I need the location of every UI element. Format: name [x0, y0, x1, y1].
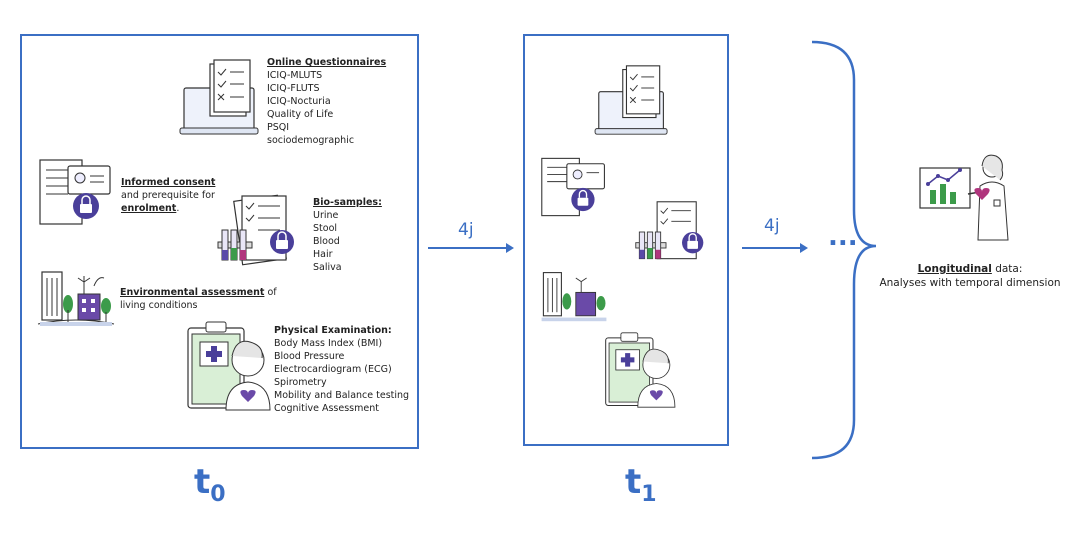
t0-main: t [194, 462, 211, 502]
physical-exam-item: Mobility and Balance testing [274, 390, 410, 401]
consent-period: . [176, 203, 180, 214]
physical-exam-icon [187, 321, 271, 411]
consent-title: Informed consent [121, 177, 216, 188]
questionnaire-icon [179, 59, 259, 135]
biosamples-block: Bio-samples: Urine Stool Blood Hair Sali… [313, 196, 382, 274]
physical-exam-item: Spirometry [274, 377, 327, 388]
t1-main: t [625, 462, 642, 502]
questionnaire-item: ICIQ-Nocturia [267, 96, 331, 107]
ellipsis: ... [828, 222, 858, 252]
physical-exam-item: Electrocardiogram (ECG) [274, 364, 392, 375]
longitudinal-block: Longitudinal data: Analyses with tempora… [862, 262, 1078, 290]
arrow-2-label: 4j [764, 216, 780, 236]
physical-exam-item: Cognitive Assessment [274, 403, 379, 414]
consent-enrolment: enrolment [121, 203, 177, 214]
questionnaires-block: Online Questionnaires ICIQ-MLUTS ICIQ-FL… [267, 56, 386, 147]
t1-sub: 1 [641, 482, 657, 507]
biosample-item: Blood [313, 236, 340, 247]
physical-exam-icon [605, 332, 676, 408]
biosample-item: Urine [313, 210, 339, 221]
questionnaire-icon [594, 65, 668, 135]
consent-document-icon [39, 159, 111, 225]
physical-exam-item: Body Mass Index (BMI) [274, 338, 383, 349]
consent-line: and prerequisite for [121, 190, 215, 201]
curly-brace [811, 40, 877, 460]
biosample-item: Saliva [313, 262, 342, 273]
biosample-item: Hair [313, 249, 333, 260]
biosamples-icon [635, 201, 704, 260]
longitudinal-title: Longitudinal [917, 263, 992, 275]
researcher-presenting-icon [919, 154, 1009, 241]
physical-exam-item: Blood Pressure [274, 351, 345, 362]
t0-sub: 0 [210, 482, 226, 507]
longitudinal-line: Analyses with temporal dimension [879, 277, 1061, 289]
arrow-1-label: 4j [458, 220, 474, 240]
environment-city-icon [37, 271, 115, 326]
questionnaire-item: Quality of Life [267, 109, 334, 120]
questionnaire-item: sociodemographic [267, 135, 355, 146]
questionnaire-item: ICIQ-MLUTS [267, 70, 323, 81]
frame-t1 [523, 34, 729, 446]
physical-exam-block: Physical Examination: Body Mass Index (B… [274, 324, 409, 415]
environment-title-rest: of [264, 287, 277, 298]
biosample-item: Stool [313, 223, 338, 234]
questionnaires-title: Online Questionnaires [267, 57, 387, 68]
environment-block: Environmental assessment of living condi… [120, 286, 277, 312]
frame-t0 [20, 34, 419, 449]
longitudinal-title-rest: data: [991, 263, 1023, 275]
environment-city-icon [541, 272, 607, 322]
consent-block: Informed consent and prerequisite for en… [121, 176, 215, 215]
arrow-2 [742, 243, 808, 253]
biosamples-title: Bio-samples: [313, 197, 382, 208]
environment-line: living conditions [120, 300, 198, 311]
questionnaire-item: PSQI [267, 122, 290, 133]
questionnaire-item: ICIQ-FLUTS [267, 83, 320, 94]
arrow-1 [428, 243, 514, 253]
consent-document-icon [541, 157, 605, 217]
biosamples-icon [217, 194, 294, 266]
environment-title: Environmental assessment [120, 287, 265, 298]
physical-exam-title: Physical Examination: [274, 325, 392, 336]
time-label-t1: t1 [625, 462, 657, 507]
time-label-t0: t0 [194, 462, 226, 507]
